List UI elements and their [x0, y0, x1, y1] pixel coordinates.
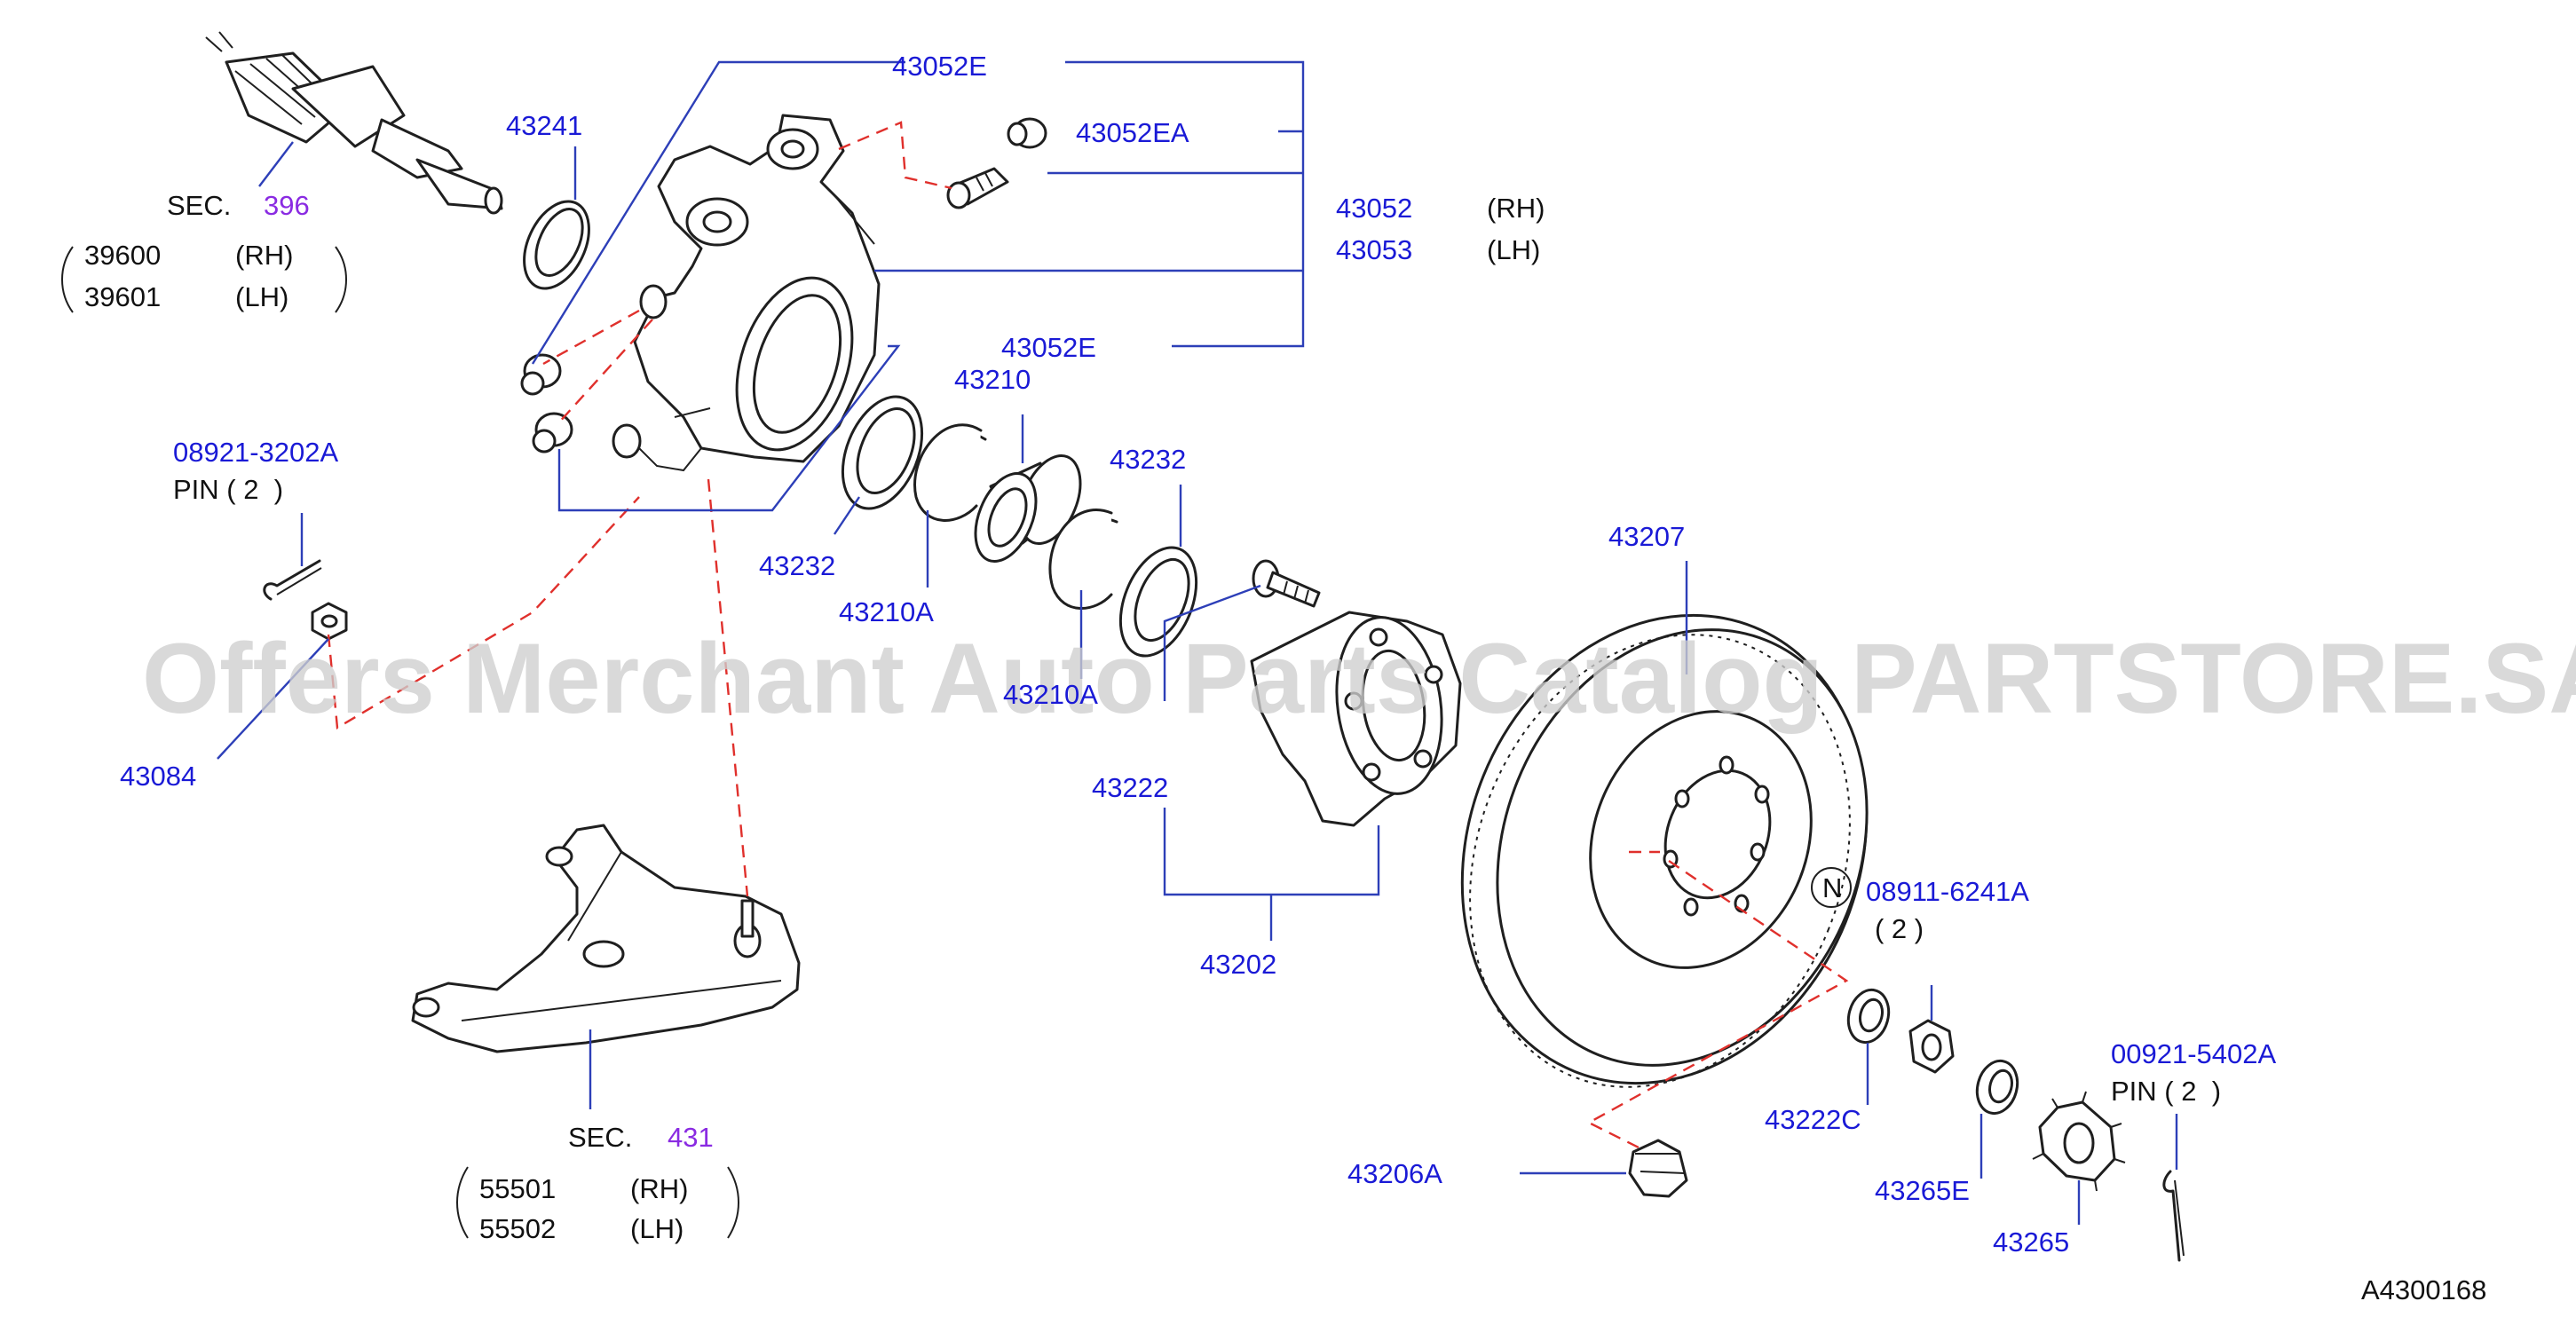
label-08921[interactable]: 08921-3202A — [173, 437, 338, 468]
spacer-43222C-part — [1846, 988, 1891, 1045]
label-43052-side: (RH) — [1487, 193, 1545, 224]
label-43202[interactable]: 43202 — [1200, 949, 1276, 980]
sec-prefix: SEC. — [167, 190, 231, 221]
cotter-pin-right-part — [2162, 1170, 2185, 1262]
snap-ring-left-part — [913, 423, 987, 522]
label-43052EA[interactable]: 43052EA — [1076, 117, 1189, 148]
stud-bolt-part — [946, 167, 1009, 209]
label-pin-left: PIN ( 2 ) — [173, 474, 283, 505]
bearing-43210-part — [974, 453, 1082, 564]
sec-item-side: (RH) — [630, 1173, 688, 1204]
seal-43232-left-part — [841, 395, 924, 510]
sec-item-part: 39600 — [84, 240, 161, 271]
watermark-text: Offers Merchant Auto Parts Catalog PARTS… — [142, 623, 2576, 734]
cotter-pin-left-part — [263, 559, 322, 601]
label-43052E-top[interactable]: 43052E — [892, 51, 987, 82]
label-43053[interactable]: 43053 — [1336, 234, 1412, 265]
castle-nut-43265-part — [2032, 1091, 2126, 1192]
n-badge: N — [1822, 872, 1842, 903]
seal-43232-right-part — [1118, 546, 1198, 658]
sec-number-link[interactable]: 431 — [668, 1122, 714, 1153]
label-pin-right: PIN ( 2 ) — [2111, 1076, 2221, 1107]
sec-number-link[interactable]: 396 — [264, 190, 310, 221]
section-ref-396: SEC. 396 39600 (RH) 39601 (LH) — [84, 190, 310, 312]
section-ref-431: SEC. 431 55501 (RH) 55502 (LH) — [479, 1122, 714, 1244]
brake-disc-43207-part — [1460, 613, 1869, 1088]
knuckle-bushings-part — [520, 353, 573, 453]
label-43232-right[interactable]: 43232 — [1110, 444, 1186, 475]
label-43053-side: (LH) — [1487, 234, 1540, 265]
label-00921[interactable]: 00921-5402A — [2111, 1038, 2276, 1069]
snap-ring-right-part — [1048, 509, 1118, 610]
red-dashed-connectors — [327, 121, 1849, 1151]
label-43052[interactable]: 43052 — [1336, 193, 1412, 224]
sec-item-side: (LH) — [235, 281, 288, 312]
label-43210[interactable]: 43210 — [954, 364, 1031, 395]
diagram-id: A4300168 — [2361, 1274, 2486, 1305]
sec-item-part: 55502 — [479, 1213, 556, 1244]
label-08911[interactable]: 08911-6241A — [1866, 876, 2029, 907]
sec-item-part: 55501 — [479, 1173, 556, 1204]
hub-43222-part — [1250, 611, 1462, 827]
hub-bolt-part — [1252, 559, 1321, 608]
label-43241[interactable]: 43241 — [506, 110, 582, 141]
label-43222C[interactable]: 43222C — [1765, 1104, 1861, 1135]
section-braces — [61, 246, 739, 1239]
drive-shaft-part — [205, 31, 503, 215]
nut-43084-part — [311, 602, 348, 641]
seal-43241-part — [523, 200, 590, 290]
label-43207[interactable]: 43207 — [1608, 521, 1685, 552]
sec-item-side: (LH) — [630, 1213, 684, 1244]
hub-cap-43206A-part — [1628, 1139, 1688, 1198]
label-43222[interactable]: 43222 — [1092, 772, 1168, 803]
sec-item-side: (RH) — [235, 240, 293, 271]
label-43210A-right[interactable]: 43210A — [1003, 679, 1098, 710]
lower-control-arm-part — [411, 824, 801, 1053]
label-43265E[interactable]: 43265E — [1875, 1175, 1970, 1206]
label-43210A-left[interactable]: 43210A — [839, 596, 934, 627]
label-43052E-mid[interactable]: 43052E — [1001, 332, 1096, 363]
washer-43265E-part — [1975, 1059, 2019, 1116]
leader-lines — [217, 60, 2178, 1225]
label-43232-left[interactable]: 43232 — [759, 550, 835, 581]
label-08911-qty: ( 2 ) — [1875, 913, 1924, 944]
label-43265[interactable]: 43265 — [1993, 1226, 2069, 1258]
nut-08911-part — [1908, 1019, 1955, 1074]
n-badge-circle — [1811, 867, 1852, 908]
sec-prefix: SEC. — [568, 1122, 632, 1153]
part-labels: 43052E 43241 43052EA 43052 (RH) 43053 (L… — [120, 51, 2276, 1258]
label-43084[interactable]: 43084 — [120, 761, 196, 792]
label-43206A[interactable]: 43206A — [1347, 1158, 1442, 1189]
sec-item-part: 39601 — [84, 281, 161, 312]
bushing-43052EA-part — [1007, 117, 1047, 149]
knuckle-housing-part — [612, 114, 881, 472]
